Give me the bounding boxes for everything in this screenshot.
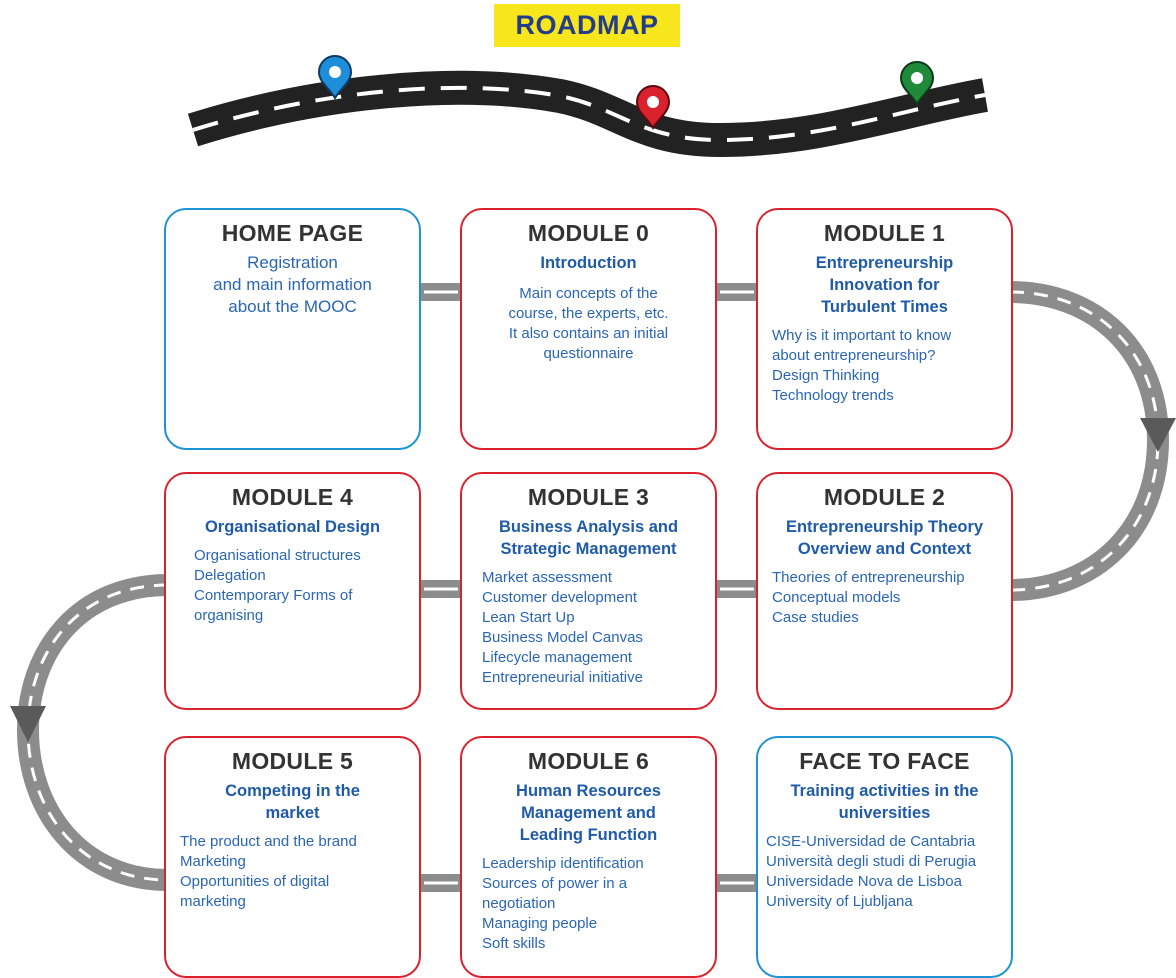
card-subtitle: Competing in the market xyxy=(225,782,360,822)
roadmap-title-badge: ROADMAP xyxy=(494,4,680,47)
card-body: CISE-Universidad de Cantabria Università… xyxy=(766,833,977,910)
card-title: MODULE 1 xyxy=(823,220,946,246)
card-title: MODULE 5 xyxy=(231,748,354,774)
card-title: HOME PAGE xyxy=(221,220,364,246)
card-body: Theories of entrepreneurship Conceptual … xyxy=(772,569,965,626)
card-title: MODULE 6 xyxy=(527,748,650,774)
card-subtitle: Human Resources Management and Leading F… xyxy=(516,782,661,844)
module-6-card: MODULE 6 Human Resources Management and … xyxy=(460,736,717,978)
card-subtitle: Organisational Design xyxy=(204,518,381,536)
right-curve-road xyxy=(1009,281,1170,601)
arrow-down-icon xyxy=(10,706,46,742)
card-body: The product and the brand Marketing Oppo… xyxy=(180,833,357,910)
card-title: MODULE 0 xyxy=(527,220,650,246)
home-page-card: HOME PAGE Registration and main informat… xyxy=(164,208,421,450)
map-pin-icon xyxy=(317,55,353,100)
card-title: FACE TO FACE xyxy=(799,748,970,774)
module-4-card: MODULE 4 Organisational Design Organisat… xyxy=(164,472,421,710)
top-road-center-line xyxy=(192,85,986,143)
left-curve-road xyxy=(16,574,169,891)
map-pin-icon xyxy=(635,85,671,130)
roadmap-title: ROADMAP xyxy=(515,10,659,40)
card-body: Registration and main information about … xyxy=(213,253,372,316)
card-body: Why is it important to know about entrep… xyxy=(772,327,952,404)
card-title: MODULE 3 xyxy=(527,484,650,510)
module-5-card: MODULE 5 Competing in the market The pro… xyxy=(164,736,421,978)
card-subtitle: Entrepreneurship Theory Overview and Con… xyxy=(785,518,984,558)
map-pin-icon xyxy=(899,61,935,106)
arrow-down-icon xyxy=(1140,418,1176,452)
module-2-card: MODULE 2 Entrepreneurship Theory Overvie… xyxy=(756,472,1013,710)
card-body: Leadership identification Sources of pow… xyxy=(482,855,644,952)
card-subtitle: Entrepreneurship Innovation for Turbulen… xyxy=(815,254,954,316)
module-0-card: MODULE 0 Introduction Main concepts of t… xyxy=(460,208,717,450)
module-1-card: MODULE 1 Entrepreneurship Innovation for… xyxy=(756,208,1013,450)
card-subtitle: Training activities in the universities xyxy=(790,782,979,822)
card-title: MODULE 2 xyxy=(823,484,946,510)
card-body: Main concepts of the course, the experts… xyxy=(508,285,669,362)
face-to-face-card: FACE TO FACE Training activities in the … xyxy=(756,736,1013,978)
card-title: MODULE 4 xyxy=(231,484,354,510)
card-body: Market assessment Customer development L… xyxy=(482,569,643,686)
card-subtitle: Business Analysis and Strategic Manageme… xyxy=(498,518,679,558)
card-body: Organisational structures Delegation Con… xyxy=(194,547,361,624)
card-subtitle: Introduction xyxy=(540,254,637,272)
module-3-card: MODULE 3 Business Analysis and Strategic… xyxy=(460,472,717,710)
